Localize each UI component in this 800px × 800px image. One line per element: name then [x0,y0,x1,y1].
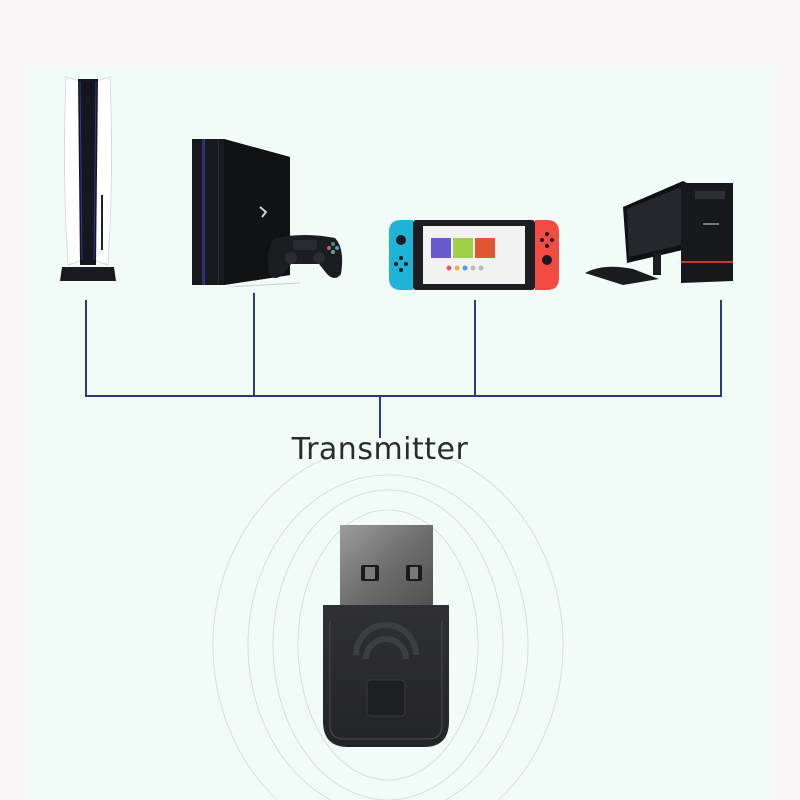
usb-transmitter-dongle [320,525,452,753]
connector-pc [720,300,722,397]
connector-ps5 [85,300,87,397]
transmitter-label: Transmitter [291,432,469,467]
connector-switch [474,300,476,397]
connector-ps4 [253,293,255,397]
ps5-console [58,75,118,295]
desktop-pc [583,177,738,287]
connector-transmitter [379,395,381,438]
ps4-controller [265,234,345,282]
connector-bus [85,395,722,397]
signal-rings-icon [212,460,564,800]
nintendo-switch-console [389,220,559,292]
